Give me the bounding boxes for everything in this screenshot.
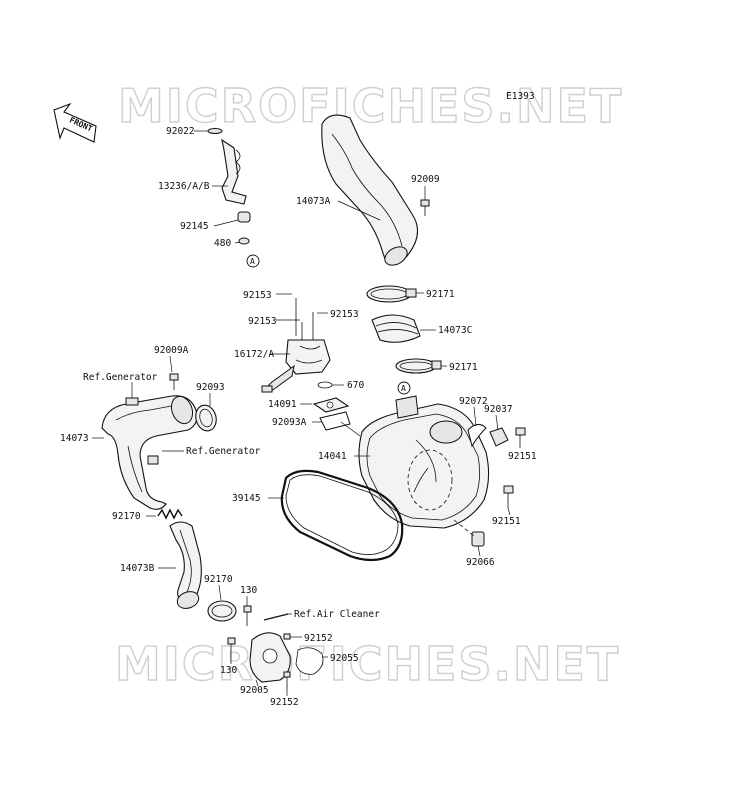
duct-14073	[101, 395, 198, 510]
watermark-bottom: MICROFICHES.NET	[115, 637, 620, 691]
damper-92037	[489, 427, 509, 447]
label-92072: 92072	[459, 396, 488, 407]
label-92005: 92005	[240, 685, 269, 696]
label-92153-c: 92153	[330, 309, 359, 320]
label-670: 670	[347, 380, 364, 391]
lever-assembly: A	[207, 128, 260, 268]
label-92037: 92037	[484, 404, 513, 415]
label-92066: 92066	[466, 557, 495, 568]
label-92170-upper: 92170	[112, 511, 141, 522]
boot-14073c	[371, 314, 421, 343]
bolt-130-upper	[243, 605, 252, 626]
duct-14073b	[169, 521, 202, 609]
bolt-92009-top	[420, 199, 430, 216]
ref-marker-a-top: A	[250, 257, 255, 266]
label-92055: 92055	[330, 653, 359, 664]
seal-92072	[467, 424, 487, 448]
label-14073: 14073	[60, 433, 89, 444]
gasket-92093a	[319, 411, 351, 431]
cover-14041: A	[358, 381, 490, 529]
label-14073b: 14073B	[120, 563, 155, 574]
front-arrow-icon: FRONT	[53, 102, 97, 143]
label-480: 480	[214, 238, 231, 249]
label-92170-lower: 92170	[204, 574, 233, 585]
label-14073c: 14073C	[438, 325, 472, 336]
belt-39145	[280, 469, 404, 562]
label-130-lower: 130	[220, 665, 237, 676]
label-92152-lower: 92152	[270, 697, 299, 708]
plate-14091	[312, 397, 350, 413]
label-92093: 92093	[196, 382, 225, 393]
duct-14073a	[321, 114, 419, 266]
label-92009a: 92009A	[154, 345, 189, 356]
diagram-code: E1393	[506, 91, 535, 102]
spring-92170-upper	[157, 508, 183, 520]
actuator-16172	[261, 298, 331, 393]
label-92022: 92022	[166, 126, 195, 137]
bolt-130-lower	[227, 637, 236, 658]
label-92145: 92145	[180, 221, 209, 232]
label-92093a: 92093A	[272, 417, 307, 428]
ref-marker-a-cover: A	[401, 384, 406, 393]
stud-ref-air-cleaner	[263, 613, 289, 621]
bolt-92152-lower	[283, 671, 291, 690]
watermark-top: MICROFICHES.NET	[118, 79, 623, 133]
label-92171-upper: 92171	[426, 289, 455, 300]
cover-92005	[249, 632, 291, 683]
label-92151-lower: 92151	[492, 516, 521, 527]
fitting-92066	[453, 519, 485, 547]
label-92152-upper: 92152	[304, 633, 333, 644]
label-ref-generator-2: Ref.Generator	[186, 446, 261, 457]
label-39145: 39145	[232, 493, 261, 504]
label-14073a: 14073A	[296, 196, 331, 207]
label-92009: 92009	[411, 174, 440, 185]
label-92171-lower: 92171	[449, 362, 478, 373]
bolt-92152-upper	[283, 633, 291, 640]
label-92153-b: 92153	[248, 316, 277, 327]
bolt-92151-lower	[503, 485, 514, 508]
label-13236: 13236/A/B	[158, 181, 210, 192]
label-92153-a: 92153	[243, 290, 272, 301]
bolt-92151-upper	[515, 427, 526, 448]
clamp-92171-upper	[366, 285, 417, 303]
gasket-92055	[295, 647, 324, 675]
label-14091: 14091	[268, 399, 297, 410]
label-130-upper: 130	[240, 585, 257, 596]
label-ref-generator-1: Ref.Generator	[83, 372, 158, 383]
clamp-92171-lower	[395, 358, 442, 374]
label-92151-upper: 92151	[508, 451, 537, 462]
label-14041: 14041	[318, 451, 347, 462]
ring-92093	[195, 404, 217, 432]
clamp-92170-lower	[207, 600, 237, 622]
label-ref-air-cleaner: Ref.Air Cleaner	[294, 609, 380, 620]
bolt-92009a	[169, 373, 179, 390]
oring-670	[317, 381, 333, 389]
label-16172: 16172/A	[234, 349, 274, 360]
